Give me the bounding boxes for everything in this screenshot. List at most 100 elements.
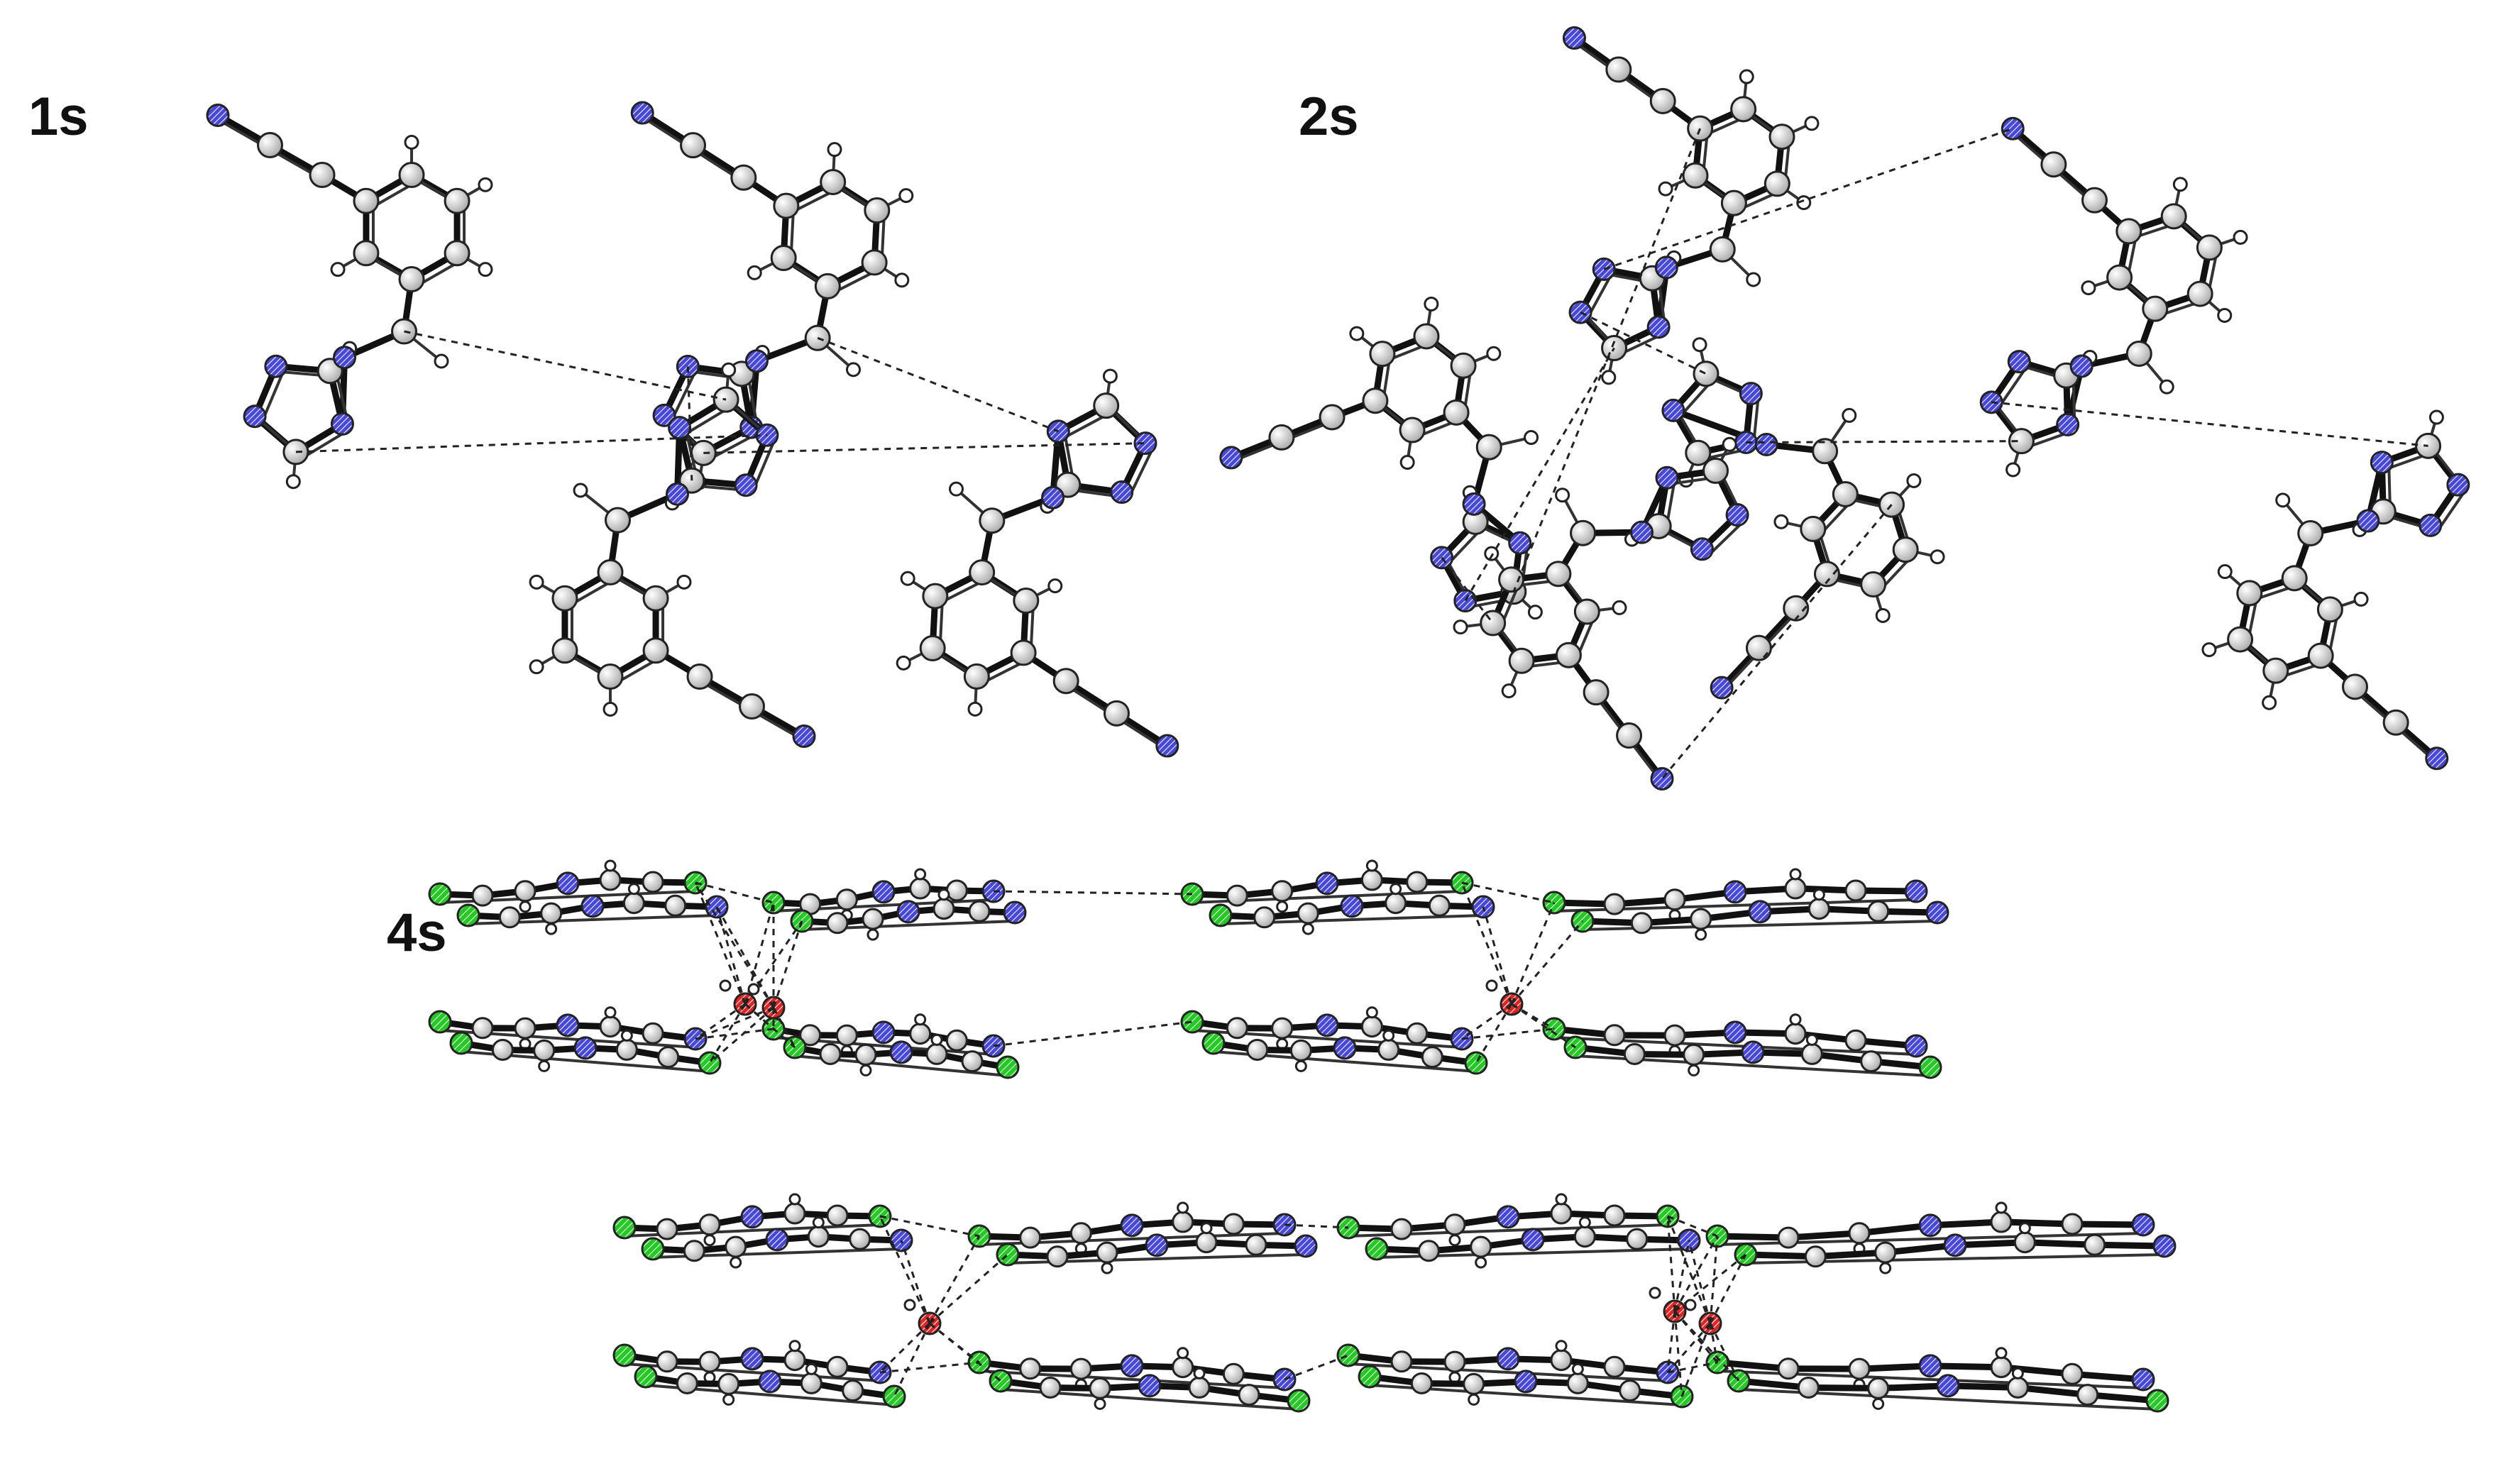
carbon-atom-icon [1745,634,1772,661]
bond [2436,490,2467,532]
hydrogen-bond [709,1006,774,1064]
nitrogen-atom-icon [1496,1205,1520,1229]
hydrogen-atom-icon [914,868,927,881]
hydrogen-atom-icon [1995,1347,2008,1360]
carbon-atom-icon [1777,1226,1800,1249]
hydrogen-atom-icon [1365,1006,1378,1019]
chlorine-atom-icon [989,1369,1013,1393]
chlorine-atom-icon [1209,903,1233,927]
panel-label-2s: 2s [1299,87,1359,147]
carbon-atom-icon [1019,1226,1042,1249]
nitrogen-atom-icon [630,101,654,125]
hydrogen-atom-icon [1555,1193,1568,1206]
hydrogen-atom-icon [898,188,914,204]
carbon-atom-icon [551,637,578,664]
carbon-atom-icon [1450,352,1477,379]
hydrogen-atom-icon [529,659,544,675]
hydrogen-atom-icon [604,1006,617,1019]
carbon-atom-icon [656,1350,678,1373]
hydrogen-bond [1991,401,2428,447]
carbon-atom-icon [1096,1241,1118,1264]
hydrogen-atom-icon [1688,1064,1700,1076]
carbon-atom-icon [819,1042,842,1065]
carbon-atom-icon [925,1042,948,1065]
carbon-atom-icon [799,1024,822,1047]
hydrogen-atom-icon [1722,436,1737,452]
hydrogen-atom-icon [627,883,640,896]
carbon-atom-icon [1443,1350,1466,1373]
chlorine-atom-icon [428,882,452,906]
hydrogen-bond [1510,920,1584,1005]
carbon-atom-icon [1508,647,1535,674]
hydrogen-atom-icon [1102,368,1118,384]
panel-2s-structure [1219,26,2470,790]
nitrogen-atom-icon [1562,26,1586,50]
hydrogen-atom-icon [1485,979,1498,992]
hydrogen-atom-icon [2081,280,2096,296]
carbon-atom-icon [1784,1023,1807,1045]
carbon-atom-icon [597,559,624,585]
nitrogen-atom-icon [889,1040,913,1064]
hydrogen-bond [1461,881,1555,904]
carbon-atom-icon [800,1372,822,1394]
carbon-atom-icon [1172,1211,1194,1233]
nitrogen-atom-icon [573,1036,598,1060]
nitrogen-atom-icon [1315,1013,1339,1037]
carbon-atom-icon [961,1050,984,1073]
carbon-atom-icon [2013,1231,2036,1254]
carbon-atom-icon [1555,641,1582,668]
hydrogen-atom-icon [1601,370,1617,385]
hydrogen-atom-icon [573,483,588,498]
carbon-atom-icon [861,249,888,276]
chlorine-atom-icon [1201,1031,1226,1055]
hydrogen-bond [772,1007,796,1048]
chlorine-atom-icon [612,1343,637,1367]
carbon-atom-icon [909,1023,932,1045]
hydrogen-atom-icon [703,1234,716,1247]
carbon-atom-icon [1188,1376,1211,1399]
hydrogen-atom-icon [1193,1367,1206,1379]
hydrogen-atom-icon [914,1013,927,1026]
nitrogen-atom-icon [206,104,230,127]
carbon-atom-icon [1268,424,1295,451]
carbon-atom-icon [622,892,645,915]
nitrogen-atom-icon [2056,412,2080,436]
carbon-atom-icon [1271,880,1294,903]
hydrogen-bond [879,1216,931,1324]
carbon-atom-icon [1867,1377,1890,1399]
carbon-atom-icon [656,1218,678,1240]
carbon-atom-icon [835,1024,858,1047]
carbon-atom-icon [826,1355,849,1378]
hydrogen-atom-icon [1995,1201,2008,1214]
hydrogen-bond [893,1323,931,1397]
hydrogen-atom-icon [900,571,915,586]
hydrogen-bond [695,881,774,904]
chlorine-atom-icon [996,1243,1020,1267]
carbon-atom-icon [1848,1357,1871,1380]
nitrogen-atom-icon [1315,871,1339,896]
hydrogen-bond [1746,440,2022,443]
carbon-atom-icon [471,884,494,907]
hydrogen-atom-icon [1468,1393,1480,1406]
hydrogen-atom-icon [719,979,732,992]
hydrogen-atom-icon [827,142,842,158]
carbon-atom-icon [1550,1202,1573,1225]
nitrogen-atom-icon [1661,398,1685,422]
hydrogen-atom-icon [1475,1256,1487,1269]
carbon-atom-icon [1832,480,1859,507]
hydrogen-bond [1461,1028,1555,1040]
hydrogen-atom-icon [529,574,544,590]
hydrogen-atom-icon [1906,473,1922,488]
carbon-atom-icon [1390,1350,1413,1373]
carbon-atom-icon [932,898,955,920]
carbon-atom-icon [1369,341,1396,368]
bond [2069,1221,2147,1228]
carbon-atom-icon [1693,360,1720,387]
hydrogen-atom-icon [1612,600,1627,615]
carbon-atom-icon [1892,536,1919,563]
hydrogen-atom-icon [519,900,532,913]
hydrogen-bond [1673,1310,1740,1382]
nitrogen-atom-icon [1462,492,1486,516]
nitrogen-atom-icon [1041,485,1065,509]
carbon-atom-icon [309,162,336,188]
